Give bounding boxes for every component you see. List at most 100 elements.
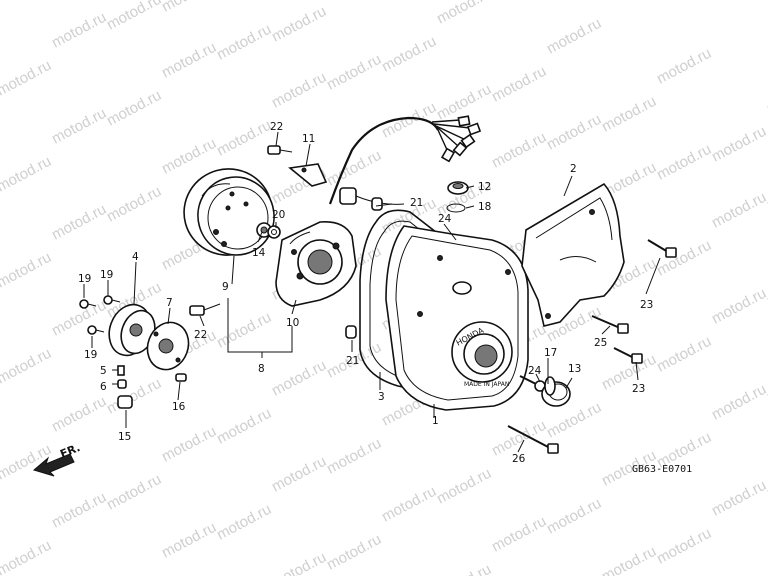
watermark-text: motod.ru	[764, 555, 768, 576]
watermark-text: motod.ru	[159, 519, 219, 562]
callout-14: 14	[252, 247, 266, 259]
watermark-text: motod.ru	[324, 147, 384, 190]
callout-13: 13	[568, 363, 581, 375]
callout-19c: 19	[84, 349, 97, 361]
callout-22b: 22	[194, 329, 207, 341]
watermark-text: motod.ru	[0, 0, 54, 4]
callout-23b: 23	[632, 383, 645, 395]
watermark-text: motod.ru	[324, 51, 384, 94]
svg-text:MADE IN JAPAN: MADE IN JAPAN	[464, 381, 509, 388]
callout-12: 12	[478, 181, 491, 193]
callout-6: 6	[100, 381, 107, 393]
callout-24a: 24	[438, 213, 452, 225]
watermark-text: motod.ru	[764, 171, 768, 214]
watermark-text: motod.ru	[159, 0, 219, 16]
callout-9: 9	[222, 281, 229, 293]
watermark-text: motod.ru	[764, 363, 768, 406]
inspection-cap	[541, 376, 571, 407]
watermark-text: motod.ru	[654, 237, 714, 280]
sprocket-cover	[521, 182, 625, 327]
watermark-text: motod.ru	[104, 471, 164, 514]
dowel-pins	[345, 197, 383, 339]
watermark-text: motod.ru	[159, 423, 219, 466]
watermark-text: motod.ru	[654, 141, 714, 184]
callout-11: 11	[302, 133, 315, 145]
callout-19b: 19	[100, 269, 113, 281]
watermark-text: motod.ru	[104, 375, 164, 418]
watermark-text: motod.ru	[544, 111, 604, 154]
callout-16: 16	[172, 401, 186, 413]
callout-1: 1	[432, 415, 439, 427]
callout-25: 25	[594, 337, 607, 349]
watermark-text: motod.ru	[489, 63, 549, 106]
watermark-text: motod.ru	[379, 483, 439, 526]
watermark-text: motod.ru	[0, 345, 54, 388]
rotor-4	[108, 303, 156, 357]
watermark-text: motod.ru	[49, 9, 109, 52]
watermark-text: motod.ru	[49, 201, 109, 244]
watermark-text: motod.ru	[159, 135, 219, 178]
watermark-text: motod.ru	[434, 561, 494, 576]
callout-5: 5	[100, 365, 107, 377]
callout-18: 18	[478, 201, 491, 213]
watermark-text: motod.ru	[0, 537, 54, 576]
watermark-text: motod.ru	[324, 531, 384, 574]
watermark-text: motod.ru	[269, 69, 329, 112]
watermark-text: motod.ru	[0, 153, 54, 196]
watermark-text: motod.ru	[214, 405, 274, 448]
callout-3: 3	[378, 391, 385, 403]
watermark-text: motod.ru	[269, 549, 329, 576]
watermark-text: motod.ru	[379, 99, 439, 142]
wire-harness	[328, 115, 482, 205]
watermark-text: motod.ru	[49, 393, 109, 436]
callout-24b: 24	[528, 365, 542, 377]
flywheel-nut	[256, 222, 281, 239]
callout-21a: 21	[410, 197, 423, 209]
small-bolts-19	[79, 295, 121, 335]
watermark-text: motod.ru	[599, 93, 659, 136]
callout-22a: 22	[270, 121, 283, 133]
diagram-code: GB63-E0701	[632, 464, 692, 475]
watermark-text: motod.ru	[489, 129, 549, 172]
watermark-text: motod.ru	[764, 459, 768, 502]
watermark-text: motod.ru	[324, 435, 384, 478]
plate-7	[146, 321, 190, 371]
callout-labels: 1 2 3 4 5 6 7 8 9 10 11 12 13 14 15 16 1…	[78, 121, 653, 465]
watermark-text: motod.ru	[159, 39, 219, 82]
watermark-text: motod.ru	[214, 21, 274, 64]
watermark-text: motod.ru	[214, 117, 274, 160]
callout-17: 17	[544, 347, 557, 359]
watermark-text: motod.ru	[434, 465, 494, 508]
callout-4: 4	[132, 251, 139, 263]
watermark-text: motod.ru	[764, 267, 768, 310]
callout-15: 15	[118, 431, 131, 443]
callout-10: 10	[286, 317, 299, 329]
watermark-text: motod.ru	[214, 309, 274, 352]
watermark-text: motod.ru	[269, 453, 329, 496]
watermark-text: motod.ru	[379, 33, 439, 76]
callout-26: 26	[512, 453, 526, 465]
watermark-text: motod.ru	[599, 543, 659, 576]
watermark-text: motod.ru	[709, 381, 768, 424]
watermark-text: motod.ru	[0, 57, 54, 100]
callout-8: 8	[258, 363, 265, 375]
leader-lines	[83, 131, 661, 453]
callout-23a: 23	[640, 299, 653, 311]
watermark-text: motod.ru	[269, 357, 329, 400]
watermark-text: motod.ru	[709, 123, 768, 166]
watermark-text: motod.ru	[654, 525, 714, 568]
watermark-text: motod.ru	[104, 183, 164, 226]
callout-2: 2	[570, 163, 577, 175]
watermark-text: motod.ru	[709, 285, 768, 328]
watermark-text: motod.ru	[654, 45, 714, 88]
watermark-text: motod.ru	[489, 513, 549, 556]
watermark-text: motod.ru	[104, 0, 164, 34]
flywheel	[183, 168, 275, 256]
crankcase-cover: HONDA MADE IN JAPAN	[385, 225, 529, 411]
watermark-text: motod.ru	[764, 75, 768, 118]
watermark-text: motod.ru	[104, 87, 164, 130]
callout-7: 7	[166, 297, 173, 309]
watermark-text: motod.ru	[49, 105, 109, 148]
